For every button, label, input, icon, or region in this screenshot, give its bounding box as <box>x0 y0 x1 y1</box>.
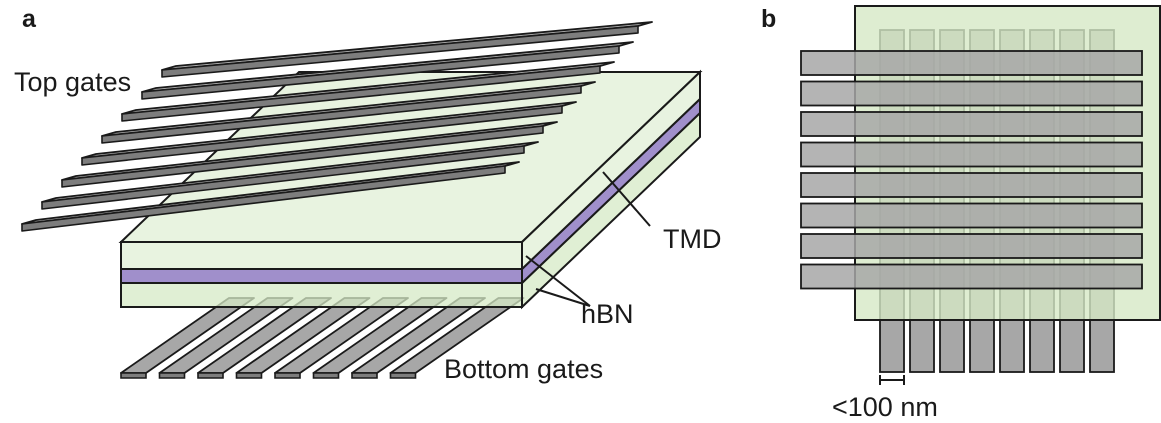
top-gate-edge <box>141 45 620 100</box>
label-leader-lines <box>525 171 651 307</box>
bottom-gates-group <box>120 297 525 379</box>
top-gates-label: Top gates <box>14 67 131 97</box>
tmd-leader <box>602 171 651 227</box>
scale-bar <box>879 375 905 385</box>
bottom-gate-edge <box>351 372 378 379</box>
top-gates-group <box>21 21 653 232</box>
top-hbn-side <box>521 69 701 272</box>
bottom-gate-edge <box>312 372 340 379</box>
horizontal-gate <box>800 141 1143 168</box>
horizontal-gate <box>800 202 1143 229</box>
horizontal-gate <box>800 80 1143 107</box>
horizontal-gate <box>800 263 1143 290</box>
top-gate-edge <box>41 145 525 210</box>
top-gate-edge <box>161 25 639 78</box>
panel-b-top-view: b <100 nm <box>761 5 1161 422</box>
bottom-gate-edge <box>235 372 263 379</box>
horizontal-gate <box>800 172 1143 198</box>
horizontal-gate <box>800 111 1143 137</box>
bottom-gates-label: Bottom gates <box>444 354 603 384</box>
horizontal-gates-group <box>800 50 1143 290</box>
hbn-leader-lower <box>535 288 591 307</box>
bottom-gate-edge <box>389 372 417 379</box>
scale-bar-label: <100 nm <box>832 392 938 422</box>
horizontal-gate <box>800 50 1143 76</box>
top-gate-edge <box>101 85 582 144</box>
hbn-leader-upper <box>525 255 591 307</box>
top-gate-edge <box>61 125 544 188</box>
top-gate-edge <box>121 65 601 122</box>
bottom-gate-edge <box>120 372 147 379</box>
bottom-gate-edge <box>158 372 186 379</box>
bottom-gate-edge <box>197 372 224 379</box>
top-gate-edge <box>21 165 506 232</box>
panel-b-letter: b <box>761 5 776 33</box>
bottom-gate-edge <box>274 372 301 379</box>
top-gate-edge <box>81 105 563 166</box>
panel-a-3d-device-schematic: a Top gates TMD hBN Bottom gates <box>14 5 721 384</box>
horizontal-gate <box>800 233 1143 259</box>
tmd-layer-front <box>120 268 523 284</box>
panel-a-letter: a <box>22 5 37 33</box>
hbn-label: hBN <box>581 299 634 329</box>
bottom-hbn-front <box>120 282 523 308</box>
tmd-label: TMD <box>663 224 721 254</box>
top-hbn-front <box>120 241 523 270</box>
